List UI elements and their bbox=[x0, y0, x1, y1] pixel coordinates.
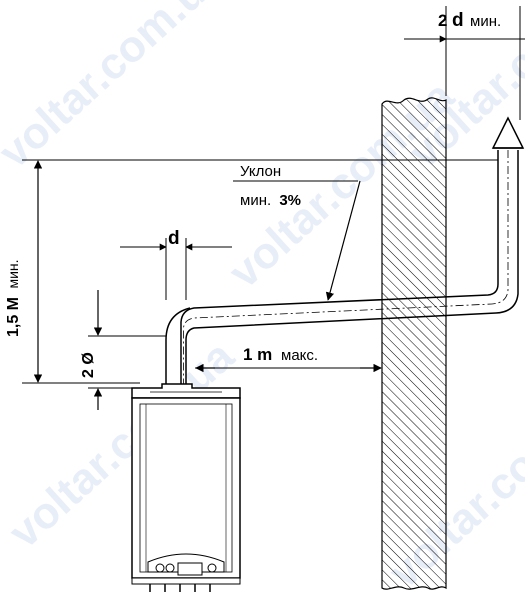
wall-body bbox=[381, 97, 447, 590]
terminal-cap bbox=[491, 116, 525, 149]
slope-value-line: мин. 3% bbox=[240, 192, 301, 209]
height-label: 1,5 М мин. bbox=[5, 259, 22, 337]
pipe-diameter-dimension: d bbox=[120, 228, 232, 300]
wall bbox=[381, 97, 447, 590]
boiler bbox=[131, 383, 241, 592]
flue-pipe bbox=[165, 150, 519, 388]
height-dimension: 1,5 М мин. bbox=[5, 159, 498, 384]
boiler-knob-left-2 bbox=[165, 563, 175, 573]
horizontal-label: 1 m макс. bbox=[243, 345, 318, 364]
slope-callout: Уклон мин. 3% bbox=[233, 163, 361, 301]
boiler-display bbox=[177, 562, 203, 576]
horizontal-dimension: 1 m макс. bbox=[195, 345, 382, 373]
wall-gap-unit: мин. bbox=[470, 13, 501, 30]
wall-gap-value: 2 bbox=[438, 11, 447, 30]
flue-terminal bbox=[491, 116, 525, 149]
pipe-diameter-label: d bbox=[168, 228, 180, 249]
wall-gap-dimension: 2 d мин. bbox=[404, 6, 525, 120]
boiler-knob-left bbox=[155, 563, 165, 573]
riser-label: 2 Ø bbox=[80, 352, 97, 378]
boiler-knob-right bbox=[207, 563, 217, 573]
wall-gap-d: d bbox=[452, 10, 464, 31]
slope-title: Уклон bbox=[240, 163, 281, 180]
